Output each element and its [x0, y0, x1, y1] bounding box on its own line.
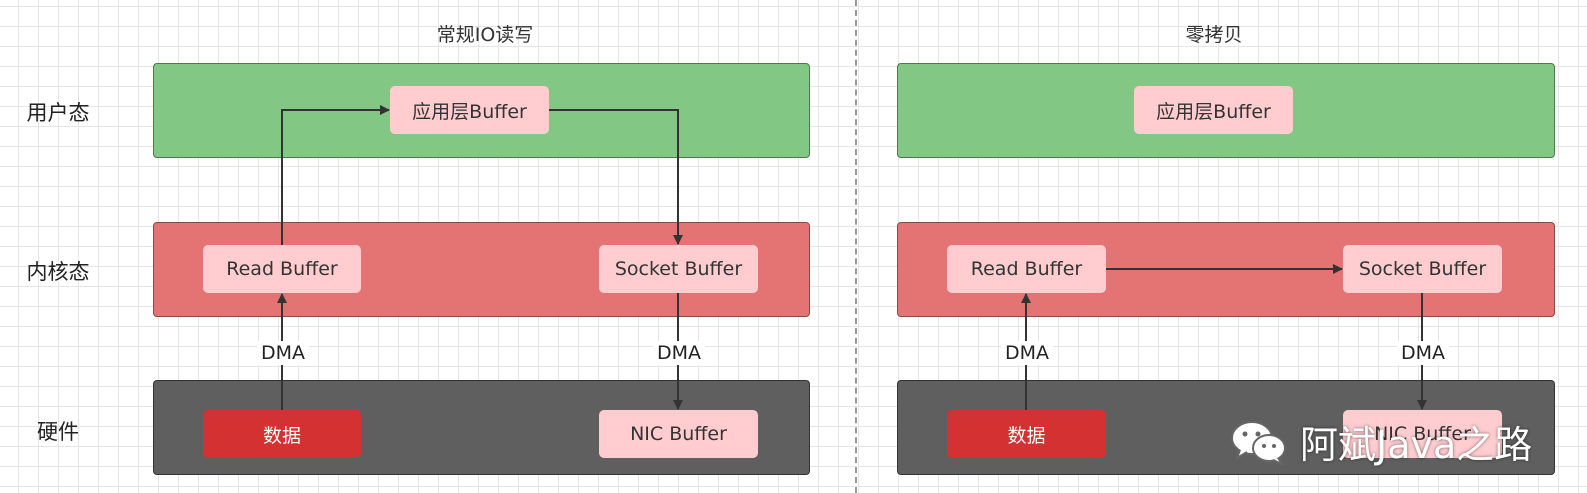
wechat-icon — [1231, 420, 1286, 466]
right-socket-buffer: Socket Buffer — [1343, 245, 1502, 293]
right-read-buffer: Read Buffer — [947, 245, 1106, 293]
right-nic-buffer: NIC Buffer — [1343, 410, 1502, 458]
title-regular-io: 常规IO读写 — [436, 24, 534, 46]
left-app-buffer: 应用层Buffer — [390, 86, 549, 134]
panel-divider — [855, 0, 857, 493]
title-zero-copy: 零拷贝 — [1185, 24, 1243, 46]
right-data-block: 数据 — [947, 410, 1106, 458]
left-dma-label-read: DMA — [256, 341, 310, 365]
right-app-buffer: 应用层Buffer — [1134, 86, 1293, 134]
left-dma-label-send: DMA — [652, 341, 706, 365]
watermark: 阿斌Java之路 — [1228, 414, 1532, 469]
left-nic-buffer: NIC Buffer — [599, 410, 758, 458]
row-label-hardware: 硬件 — [37, 420, 79, 444]
left-socket-buffer: Socket Buffer — [599, 245, 758, 293]
left-data-block: 数据 — [203, 410, 361, 458]
left-read-buffer: Read Buffer — [203, 245, 361, 293]
row-label-user-mode: 用户态 — [26, 101, 90, 125]
right-dma-label-read: DMA — [1000, 341, 1054, 365]
right-dma-label-send: DMA — [1396, 341, 1450, 365]
row-label-kernel-mode: 内核态 — [26, 260, 90, 284]
watermark-text: 阿斌Java之路 — [1300, 423, 1533, 467]
